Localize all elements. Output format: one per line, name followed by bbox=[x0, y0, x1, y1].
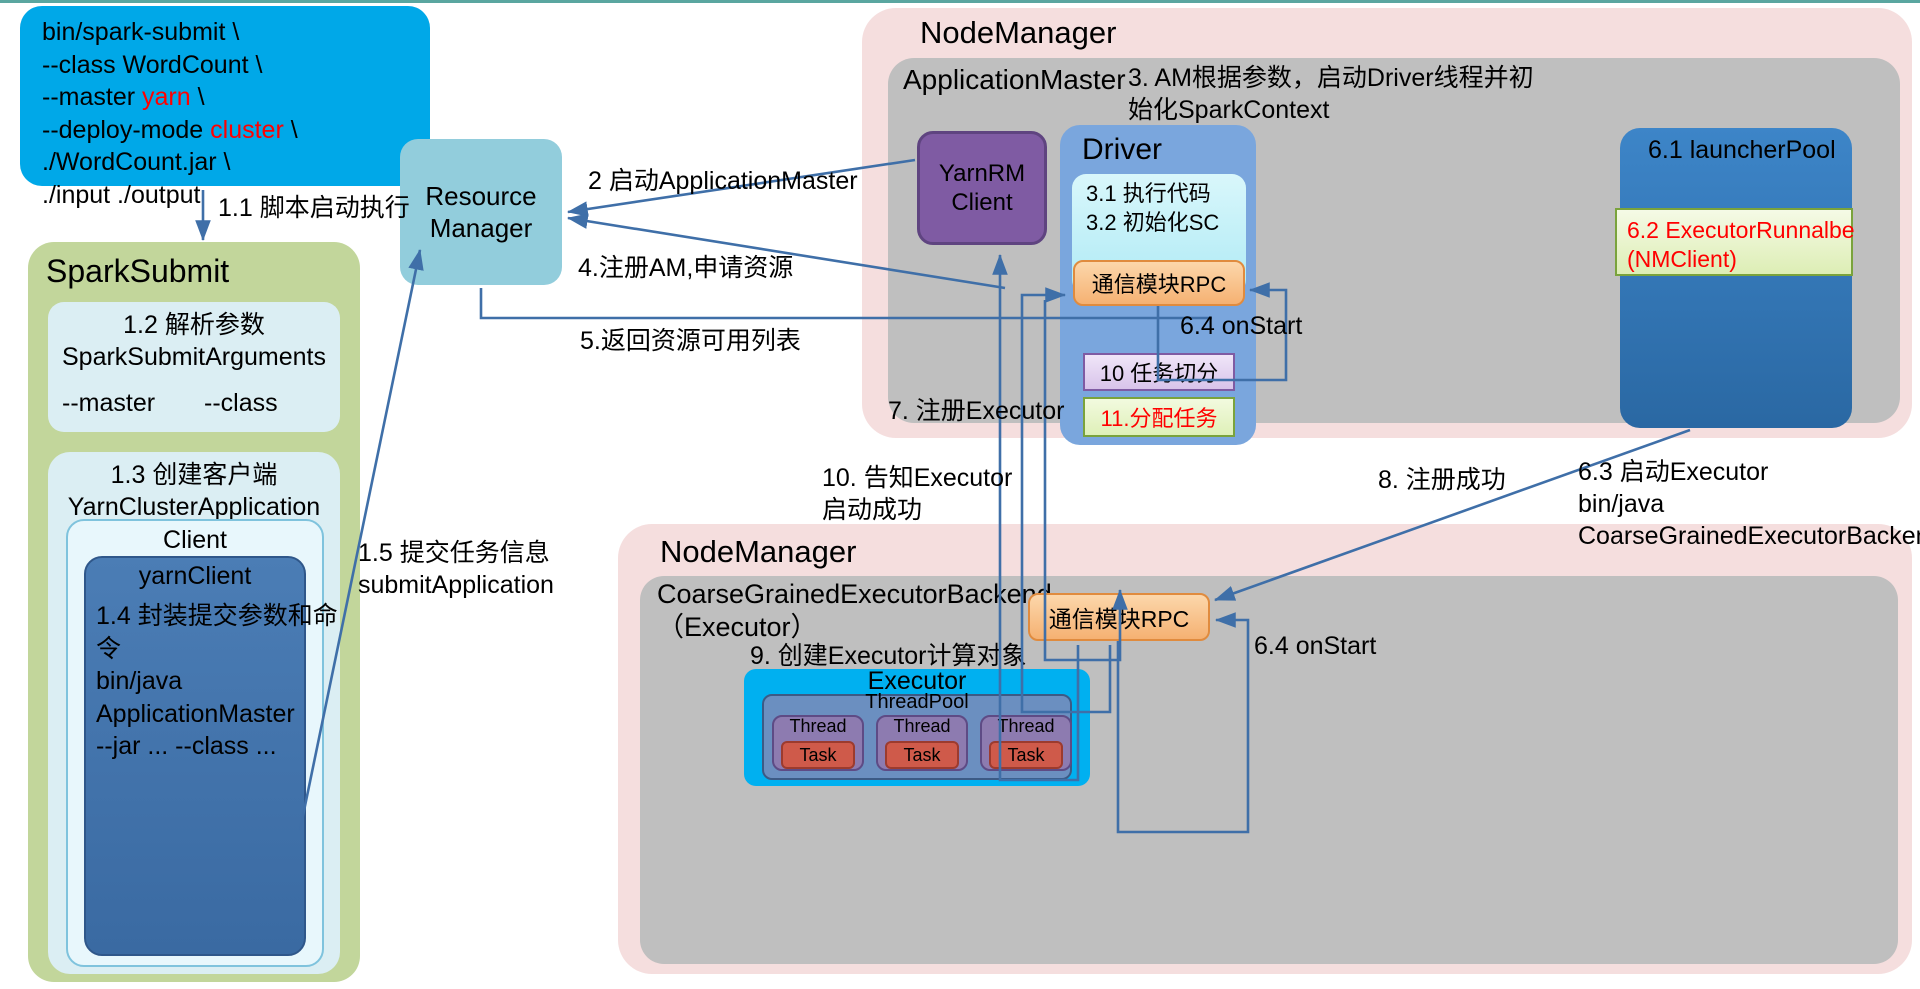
driver-steps: 3.1 执行代码 3.2 初始化SC bbox=[1086, 181, 1220, 235]
parse-arguments-line1: 1.2 解析参数 bbox=[123, 311, 265, 339]
parse-arguments-box bbox=[48, 302, 340, 432]
node-manager-bottom-title: NodeManager bbox=[660, 534, 857, 569]
arg-class-label: --class bbox=[204, 389, 278, 417]
resource-manager-box: Resource Manager bbox=[400, 139, 562, 285]
driver-rpc-module: 通信模块RPC bbox=[1073, 260, 1245, 306]
arg-master-label: --master bbox=[62, 389, 156, 417]
yarn-client-title: yarnClient bbox=[138, 562, 252, 590]
create-client-line2: YarnClusterApplication bbox=[67, 493, 321, 521]
coarse-grained-backend-title: CoarseGrainedExecutorBackend （Executor） bbox=[657, 579, 1052, 642]
resource-manager-label: Resource Manager bbox=[425, 180, 536, 245]
executor-title: Executor bbox=[867, 667, 967, 695]
yarn-rm-client-label: YarnRM Client bbox=[939, 159, 1025, 218]
cmd3-pre: --master bbox=[42, 83, 142, 111]
command-line-5: ./WordCount.jar \ bbox=[42, 148, 231, 176]
thread-label: Thread bbox=[789, 716, 847, 736]
backend-rpc-module: 通信模块RPC bbox=[1028, 593, 1210, 641]
arrow-label-7: 7. 注册Executor bbox=[888, 397, 1065, 425]
task-box: Task bbox=[885, 741, 959, 769]
create-executor-step: 9. 创建Executor计算对象 bbox=[750, 642, 1027, 670]
application-master-title: ApplicationMaster bbox=[903, 64, 1126, 95]
yarn-client-body: 1.4 封装提交参数和命 令 bin/java ApplicationMaste… bbox=[96, 602, 338, 760]
task-box: Task bbox=[989, 741, 1063, 769]
thread-label: Thread bbox=[997, 716, 1055, 736]
task-split-box: 10 任务切分 bbox=[1083, 353, 1235, 391]
arrow-label-8: 8. 注册成功 bbox=[1378, 466, 1506, 494]
create-client-line1: 1.3 创建客户端 bbox=[110, 461, 278, 489]
arrow-label-2: 2 启动ApplicationMaster bbox=[588, 167, 858, 195]
powerpoint-slideshow-toolbar[interactable]: ◁ ▷ ✎ ▤ ⌕ ⋯ bbox=[0, 944, 300, 989]
arrow-label-6-4-top: 6.4 onStart bbox=[1180, 312, 1303, 340]
cmd3-highlight: yarn bbox=[142, 83, 191, 111]
launcher-pool-box bbox=[1620, 128, 1852, 428]
executor-runnable-box: 6.2 ExecutorRunnalbe (NMClient) bbox=[1615, 208, 1855, 276]
thread-label: Thread bbox=[893, 716, 951, 736]
driver-title: Driver bbox=[1082, 133, 1162, 166]
command-line-6: ./input ./output bbox=[42, 180, 201, 209]
task-box: Task bbox=[781, 741, 855, 769]
command-line-1: bin/spark-submit \ bbox=[42, 18, 240, 46]
rm-line1: Resource bbox=[425, 180, 537, 211]
yarnrm-line1: YarnRM bbox=[938, 159, 1026, 187]
arrow-label-10: 10. 告知Executor 启动成功 bbox=[822, 464, 1013, 524]
task-assign-box: 11.分配任务 bbox=[1083, 397, 1235, 437]
arrow-label-6-4-bottom: 6.4 onStart bbox=[1254, 632, 1377, 660]
arrow-label-1-5: 1.5 提交任务信息 submitApplication bbox=[358, 539, 554, 599]
top-rule bbox=[0, 0, 1920, 3]
yarnrm-line2: Client bbox=[951, 189, 1013, 216]
cmd4-pre: --deploy-mode bbox=[42, 115, 211, 144]
arrow-label-4: 4.注册AM,申请资源 bbox=[578, 254, 794, 282]
node-manager-top-title: NodeManager bbox=[920, 15, 1117, 50]
launcher-pool-title: 6.1 launcherPool bbox=[1648, 136, 1836, 164]
parse-arguments-line2: SparkSubmitArguments bbox=[61, 343, 326, 371]
spark-submit-command-box: bin/spark-submit \ --class WordCount \ -… bbox=[20, 6, 430, 209]
rm-line2: Manager bbox=[429, 213, 533, 243]
cmd4-highlight: cluster bbox=[210, 115, 284, 144]
command-line-3: --master yarn \ bbox=[42, 81, 430, 114]
application-master-note: 3. AM根据参数，启动Driver线程并初 始化SparkContext bbox=[1128, 64, 1534, 124]
arrow-label-6-3: 6.3 启动Executor bin/java CoarseGrainedExe… bbox=[1578, 458, 1920, 550]
spark-submit-title: SparkSubmit bbox=[46, 253, 230, 289]
yarn-rm-client-box: YarnRM Client bbox=[917, 131, 1047, 245]
client-title: Client bbox=[163, 526, 227, 554]
arrow-label-1-1: 1.1 脚本启动执行 bbox=[218, 194, 410, 222]
thread-pool-title: ThreadPool bbox=[865, 691, 969, 713]
cmd3-post: \ bbox=[190, 83, 205, 111]
cmd4-post: \ bbox=[283, 115, 298, 144]
arrow-label-5: 5.返回资源可用列表 bbox=[580, 327, 801, 355]
command-line-4: --deploy-mode cluster \ bbox=[42, 114, 430, 147]
command-line-2: --class WordCount \ bbox=[42, 50, 263, 79]
